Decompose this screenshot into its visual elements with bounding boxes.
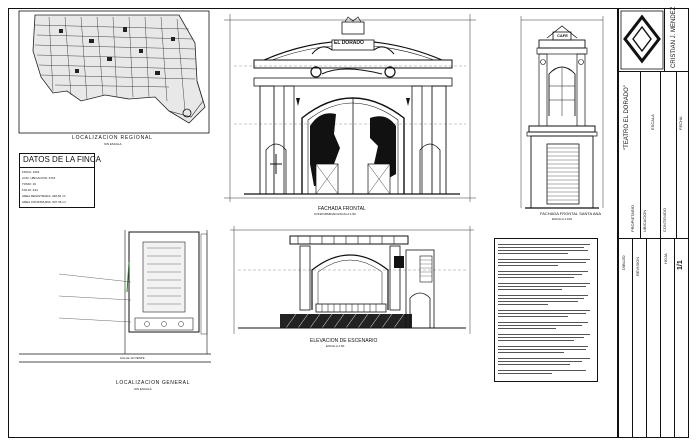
notes-box — [494, 238, 598, 382]
tb-label-rev: REVISION — [635, 256, 640, 276]
stage-scale: ESCALA 1:50 — [326, 344, 345, 348]
facade-sign: EL DORADO — [334, 40, 364, 46]
tb-label-dibujo: DIBUJO — [621, 255, 626, 270]
tb-row-divider — [618, 238, 689, 239]
stage-elevation-drawing — [230, 226, 474, 334]
drawing-area-frame — [8, 8, 618, 438]
side-title: FACHADA FRONTAL SANTA ANA — [540, 211, 602, 216]
side-sign: CAFE — [557, 33, 568, 38]
side-scale: ESCALA 1:100 — [552, 217, 573, 221]
finca-row: AREA CONSTRUIDA: 537.35 m² — [22, 200, 66, 204]
notes-lines — [498, 244, 594, 378]
site-plan — [19, 230, 211, 363]
tb-rule — [618, 71, 689, 72]
tb-col-divider — [640, 72, 641, 238]
finca-heading-rule — [19, 167, 95, 168]
regional-title: LOCALIZACION REGIONAL — [72, 135, 153, 141]
facade-title: FACHADA FRONTAL — [318, 206, 366, 212]
tb-label-hoja: HOJA — [663, 253, 668, 264]
finca-row: TOMO: 16 — [22, 182, 36, 186]
logo-icon — [620, 10, 664, 70]
regional-map — [18, 10, 210, 134]
tb-label-fecha: FECHA — [678, 116, 683, 130]
finca-row: FINCA: 1623 — [22, 170, 40, 174]
tb-col-divider — [646, 238, 647, 438]
tb-rule — [664, 8, 665, 71]
stage-title: ELEVACION DE ESCENARIO — [310, 338, 378, 344]
finca-box — [19, 153, 95, 208]
finca-row: COD. UBICACION: 9715 — [22, 176, 56, 180]
finca-row: AREA REGISTRADA: 328.52 m² — [22, 194, 66, 198]
title-block — [618, 8, 689, 438]
side-facade-drawing — [520, 16, 604, 209]
tb-label-ubicacion: UBICACION — [642, 209, 647, 232]
tb-project: "TEATRO EL DORADO" — [624, 85, 630, 150]
tb-col-divider — [660, 238, 661, 438]
tb-author: CRISTIAN J. MENDEZ — [671, 6, 677, 68]
facade-scale: CONFORMIDAD ESCALA 1:50 — [314, 212, 356, 216]
tb-col-divider — [660, 72, 661, 238]
tb-sheet-no: 1/1 — [677, 260, 684, 270]
tb-label-contenido: CONTENIDO — [662, 208, 667, 232]
tb-col-divider — [676, 72, 677, 238]
front-facade-drawing — [224, 14, 476, 202]
finca-row: FOLIO: 234 — [22, 188, 38, 192]
regional-scale: SIN ESCALA — [104, 142, 122, 146]
tb-label-escala: ESCALA — [650, 114, 655, 130]
general-scale: SIN ESCALA — [134, 387, 152, 391]
finca-heading: DATOS DE LA FINCA — [23, 155, 101, 164]
tb-col-divider — [632, 238, 633, 438]
general-title: LOCALIZACION GENERAL — [116, 380, 190, 386]
tb-label-propietario: PROPIETARIO — [630, 204, 635, 232]
street-label: CALLE 10 OESTE — [120, 356, 145, 360]
tb-col-divider — [674, 238, 675, 438]
